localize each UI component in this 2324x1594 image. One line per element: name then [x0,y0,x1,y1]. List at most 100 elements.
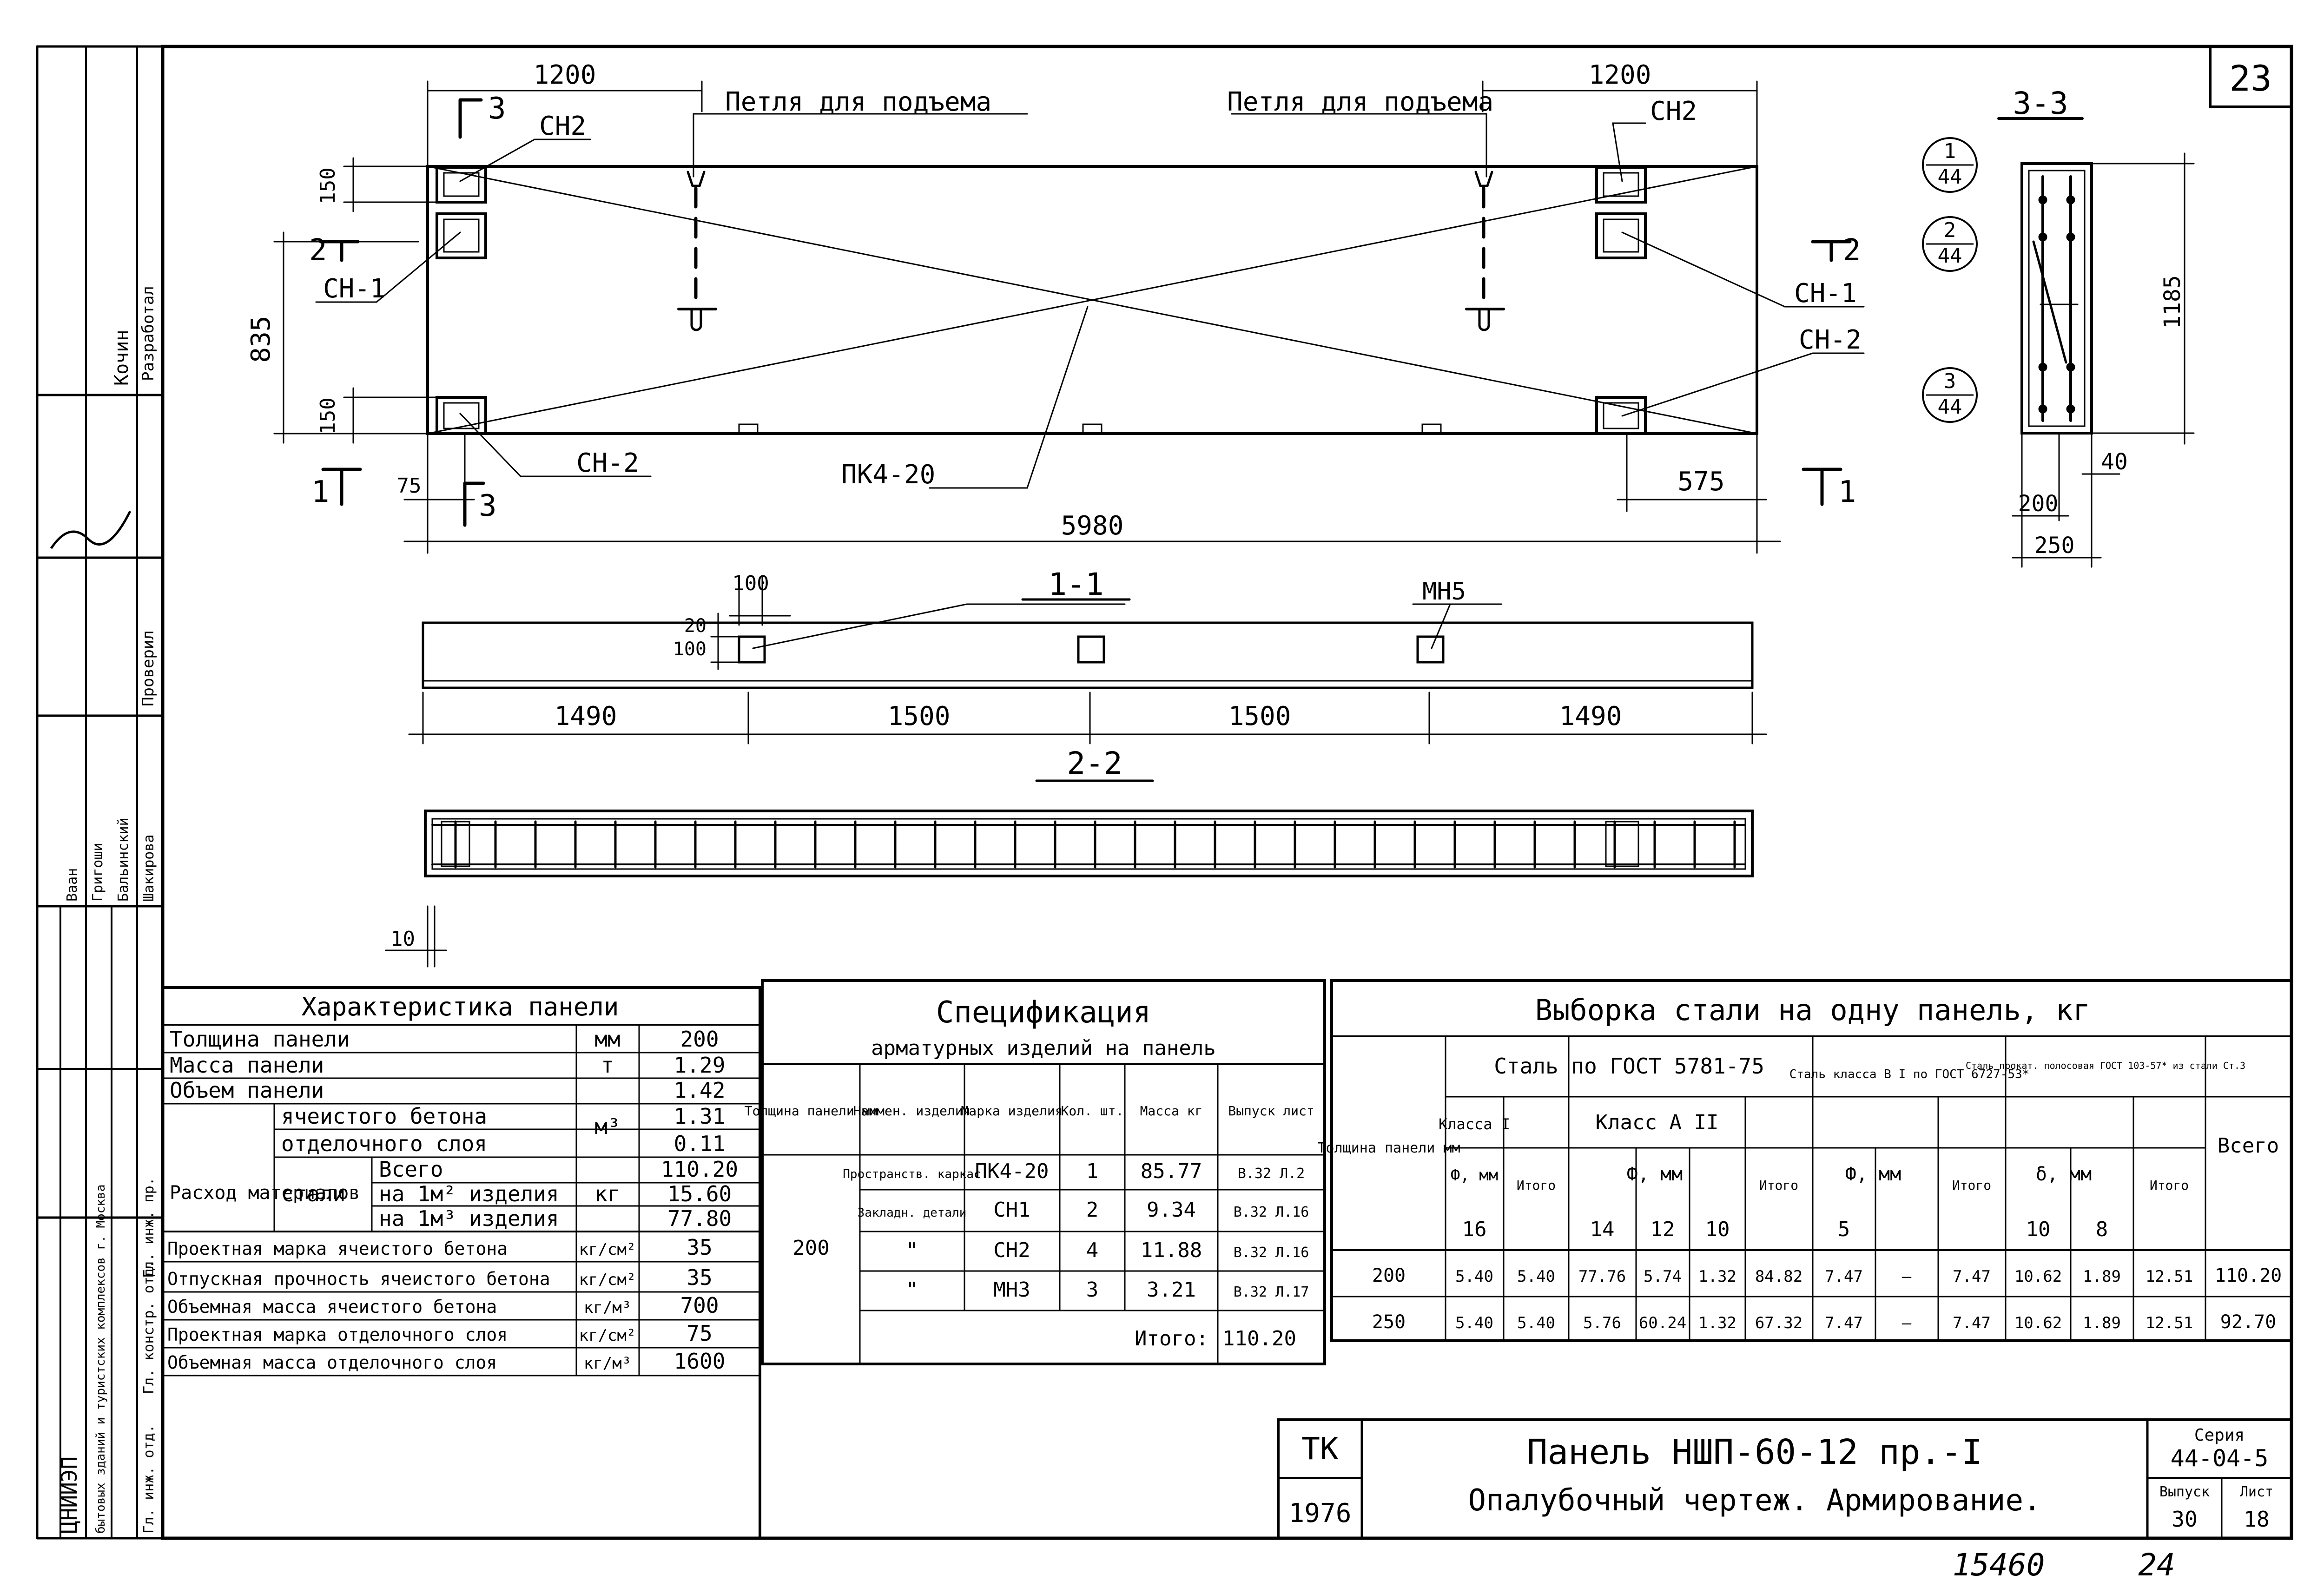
spec-cell: 2 [1086,1198,1099,1222]
handwritten-number: 15460 [1953,1547,2045,1583]
steel-diameter: 16 [1462,1218,1487,1241]
spec-cell: МН3 [993,1278,1030,1302]
section-2-left: 2 [309,233,327,268]
stamp-role-2: Гл. констр. отд. [141,1260,157,1394]
dim-top-left: 1200 [534,60,596,90]
char-row-value: 1.29 [674,1053,726,1078]
steel-header: Ф, мм [1627,1164,1683,1185]
section-1-1 [408,575,1767,744]
steel-cell: — [1902,1267,1912,1286]
steel-cell: 200 [1372,1265,1406,1286]
steel-cell: 10.62 [2014,1314,2062,1332]
tb-year: 1976 [1289,1498,1352,1528]
tb-title-line1: Панель НШП-60-12 пр.-I [1527,1432,1982,1472]
steel-diameter: 8 [2096,1218,2108,1241]
spec-thickness: 200 [792,1236,829,1260]
stamp-org: ЦНИИЭП [57,1456,82,1534]
dim-1490-left: 1490 [555,701,617,731]
dim-575: 575 [1677,467,1724,497]
tb-series-label: Серия [2194,1426,2245,1445]
section-1-1-title: 1-1 [1048,566,1103,602]
dim-top-right: 1200 [1589,60,1651,90]
steel-header: δ, мм [2036,1164,2092,1185]
dim-250: 250 [2034,533,2075,559]
steel-sample-table-grid [1330,979,2293,1342]
char-row-value: 1.31 [674,1104,726,1129]
char-row-label: Объем панели [170,1078,324,1103]
spec-cell: Пространств. каркас [843,1167,981,1181]
signature [50,510,132,549]
char-title: Характеристика панели [302,992,619,1021]
steel-header: Итого [1952,1178,1991,1193]
spec-cell: 11.88 [1141,1238,1202,1262]
steel-diameter: 12 [1651,1218,1675,1241]
char-row-label: на 1м³ изделия [379,1206,559,1231]
char-prop-label: Объемная масса ячеистого бетона [167,1297,497,1317]
steel-cell: 250 [1372,1311,1406,1333]
spec-header: Толщина панели мм [745,1103,878,1119]
section-2-right: 2 [1843,233,1861,268]
dim-100-top: 100 [732,572,769,595]
spec-cell: В.32 Л.16 [1234,1245,1309,1261]
stamp-name-3: Ваан [64,868,80,902]
stamp-name-4: Шакирова [141,835,157,902]
spec-cell: 85.77 [1141,1159,1202,1183]
char-row-label: на 1м² изделия [379,1181,559,1206]
char-row-value: 1.42 [674,1078,726,1103]
panel-elevation [273,80,1865,554]
stamp-name-checked: Кочин [111,330,132,386]
section-2-2 [385,779,1754,968]
title-block-grid [1277,1418,2293,1540]
plate-cn2 [1595,166,1647,204]
steel-header: Итого [1517,1178,1556,1193]
char-prop-value: 75 [687,1321,712,1346]
dim-20: 20 [684,615,706,637]
lifting-loop-left-label: Петля для подъема [725,87,991,117]
lifting-loop-right-label: Петля для подъема [1227,87,1493,117]
stamp-role-3: Гл. инж. пр. [141,1177,157,1278]
plate-cn2 [436,396,487,435]
steel-cell: 5.40 [1517,1314,1555,1332]
handwritten-number: 24 [2138,1547,2175,1583]
dim-1500-b: 1500 [1228,701,1291,731]
steel-header: Класс А II [1596,1111,1719,1134]
ref2-bottom: 44 [1938,244,1962,268]
characteristics-table-grid [161,986,761,1540]
tb-issue-value: 30 [2172,1507,2197,1532]
ref2-top: 2 [1944,218,1956,242]
steel-cell: 92.70 [2220,1311,2276,1333]
steel-cell: 12.51 [2146,1267,2193,1286]
steel-cell: — [1902,1314,1912,1332]
ref-circle-3 [1922,367,1978,423]
steel-cell: 7.47 [1825,1267,1863,1286]
dim-40: 40 [2101,449,2128,475]
steel-header: Толщина панели мм [1317,1140,1460,1156]
page-number: 23 [2229,58,2272,99]
spec-cell: Закладн. детали [858,1206,967,1220]
ref-circle-2 [1922,216,1978,272]
char-row-unit: кг [594,1181,620,1206]
spec-cell: В.32 Л.16 [1234,1204,1309,1220]
steel-cell: 5.76 [1583,1314,1621,1332]
char-prop-value: 1600 [674,1349,726,1374]
steel-diameter: 5 [1838,1218,1850,1241]
dim-1185: 1185 [2159,275,2185,329]
plate-cn1 [1595,212,1647,259]
tb-sheet-value: 18 [2244,1507,2269,1532]
steel-cell: 10.62 [2014,1267,2062,1286]
char-prop-unit: кг/см² [579,1326,636,1345]
steel-diameter: 10 [2026,1218,2051,1241]
lifting-loop-right [1465,171,1505,331]
char-row-value: 110.20 [661,1157,738,1182]
spec-total-label: Итого: [1135,1327,1208,1350]
spec-cell: 9.34 [1147,1198,1196,1222]
dim-75: 75 [397,474,422,498]
char-row-value: 0.11 [674,1131,726,1156]
steel-cell: 1.89 [2083,1314,2121,1332]
steel-cell: 60.24 [1639,1314,1686,1332]
dim-1500-a: 1500 [888,701,951,731]
dim-835: 835 [246,316,276,362]
char-row-label: ячеистого бетона [281,1104,487,1129]
char-prop-value: 35 [687,1265,712,1290]
stamp-role-checked: Проверил [139,630,158,706]
